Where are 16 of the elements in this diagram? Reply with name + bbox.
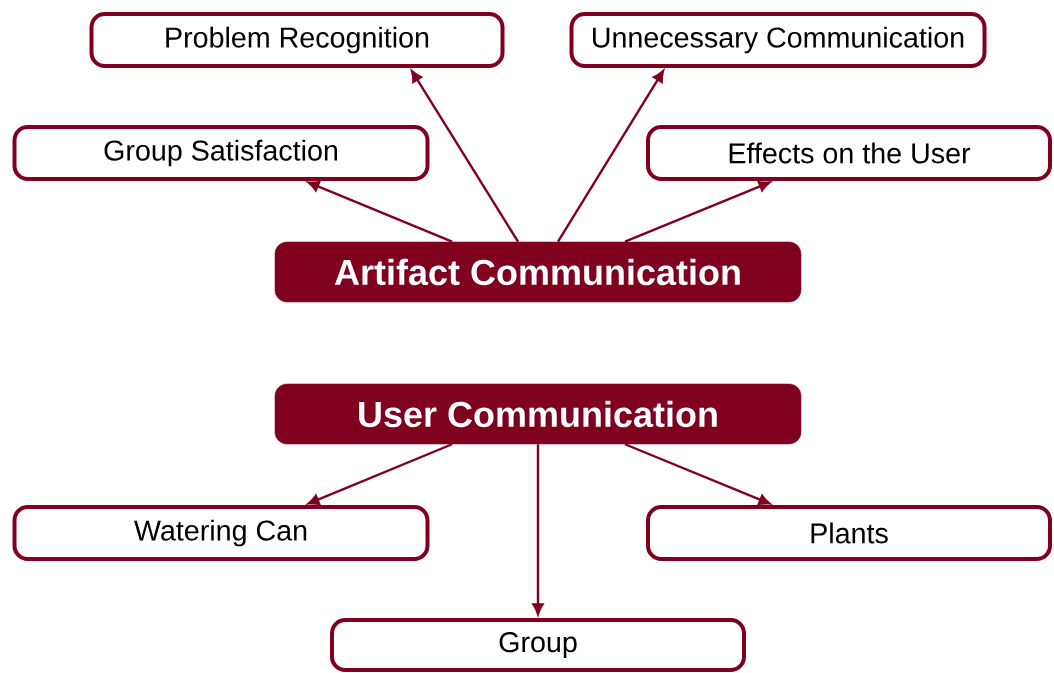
arrow	[624, 180, 771, 243]
arrow	[556, 70, 665, 243]
subtopic-box: Watering Can	[12, 505, 430, 561]
subtopic-box: Group	[330, 618, 746, 672]
arrow	[624, 443, 771, 506]
topic-box: Artifact Communication	[274, 241, 802, 303]
arrow	[307, 443, 453, 506]
subtopic-box: Effects on the User	[646, 125, 1052, 181]
arrow	[532, 444, 544, 616]
subtopic-box: Problem Recognition	[89, 12, 505, 68]
subtopic-box: Unnecessary Communication	[569, 12, 987, 68]
subtopic-box: Group Satisfaction	[12, 125, 430, 181]
topic-box: User Communication	[274, 383, 802, 445]
arrow	[307, 180, 453, 243]
arrow	[411, 70, 520, 243]
subtopic-box: Plants	[646, 505, 1052, 561]
